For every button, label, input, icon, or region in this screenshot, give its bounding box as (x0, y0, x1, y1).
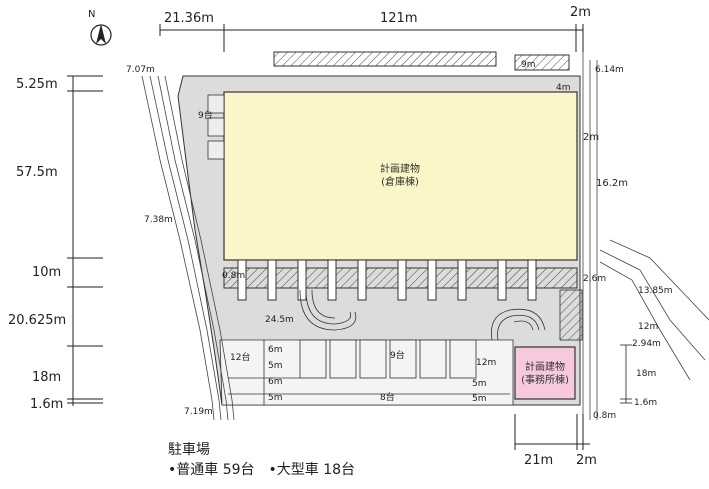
loading-docks (223, 259, 578, 301)
dim-right-2m: 2m (583, 132, 599, 143)
bottom-dimension-line (514, 414, 590, 450)
canopy-9m (514, 54, 570, 71)
parking-six-a: 6m (268, 345, 283, 355)
parking-five-c: 5m (472, 379, 487, 389)
north-label: N (88, 9, 95, 20)
dim-bottom-right: 2m (576, 453, 597, 468)
north-compass-icon: N (88, 9, 112, 46)
warehouse-label-2: (倉庫棟) (381, 175, 419, 188)
dim-left-c: 10m (32, 265, 61, 280)
office-label-1: 計画建物 (525, 360, 565, 373)
dim-right-12m: 12m (638, 322, 658, 332)
parking-aisle-lines (228, 340, 510, 405)
office-building (514, 346, 576, 400)
access-road-left (141, 75, 235, 421)
dim-left-b: 57.5m (16, 165, 58, 180)
dim-right-18m: 18m (636, 369, 656, 379)
dim-right-08: 0.8m (593, 411, 616, 421)
dim-top-middle: 121m (380, 11, 417, 26)
parking-nine-top: 9台 (198, 109, 213, 121)
dim-road-bottom: 7.19m (184, 407, 213, 417)
legend-title: 駐車場 (168, 442, 210, 458)
dim-top-right: 2m (570, 5, 591, 20)
dim-left-a: 5.25m (16, 77, 58, 92)
dim-left-d: 20.625m (8, 313, 66, 328)
dim-right-1385: 13.85m (638, 286, 673, 296)
dim-road-mid: 7.38m (144, 215, 173, 225)
warehouse-building (223, 91, 578, 261)
office-label-2: (事務所棟) (521, 373, 569, 386)
dim-ramp-12m: 12m (476, 358, 496, 368)
dim-road-top: 7.07m (126, 65, 155, 75)
right-dimension-ticks (620, 344, 632, 404)
parking-five-d: 5m (472, 394, 487, 404)
parking-five-b: 5m (268, 393, 283, 403)
dim-left-e: 18m (32, 370, 61, 385)
parking-legend: 駐車場 •普通車 59台 •大型車 18台 (168, 440, 355, 480)
truck-bays-left (207, 94, 225, 160)
dim-right-26: 2.6m (583, 274, 606, 284)
dim-right-16m: 1.6m (634, 398, 657, 408)
parking-five-a: 5m (268, 361, 283, 371)
dim-left-08: 0.8m (222, 271, 245, 281)
dim-top-left: 21.36m (164, 11, 214, 26)
left-dimension-line (67, 75, 103, 406)
top-dimension-line (159, 24, 584, 52)
parking-six-c: 6m (268, 377, 283, 387)
parking-twelve-left: 12台 (230, 351, 250, 363)
canopy-top (273, 51, 497, 67)
warehouse-label-1: 計画建物 (380, 162, 420, 175)
dim-left-f: 1.6m (30, 397, 63, 412)
ramp-right (491, 308, 546, 341)
dim-right-294: 2.94m (632, 339, 661, 349)
parking-stalls (299, 339, 477, 379)
dim-ramp-245: 24.5m (265, 315, 294, 325)
hatched-gate (559, 289, 583, 341)
parking-nine-mid: 9台 (390, 349, 405, 361)
access-road-right (582, 52, 709, 420)
dim-gap-4m: 4m (556, 83, 571, 93)
legend-counts: •普通車 59台 •大型車 18台 (168, 462, 356, 478)
dim-right-614: 6.14m (595, 65, 624, 75)
dim-canopy-9m: 9m (521, 60, 536, 70)
dim-right-162: 16.2m (596, 178, 628, 189)
parking-eight-bottom: 8台 (380, 391, 395, 403)
dim-bottom-left: 21m (524, 453, 553, 468)
ramp-left (299, 289, 357, 331)
